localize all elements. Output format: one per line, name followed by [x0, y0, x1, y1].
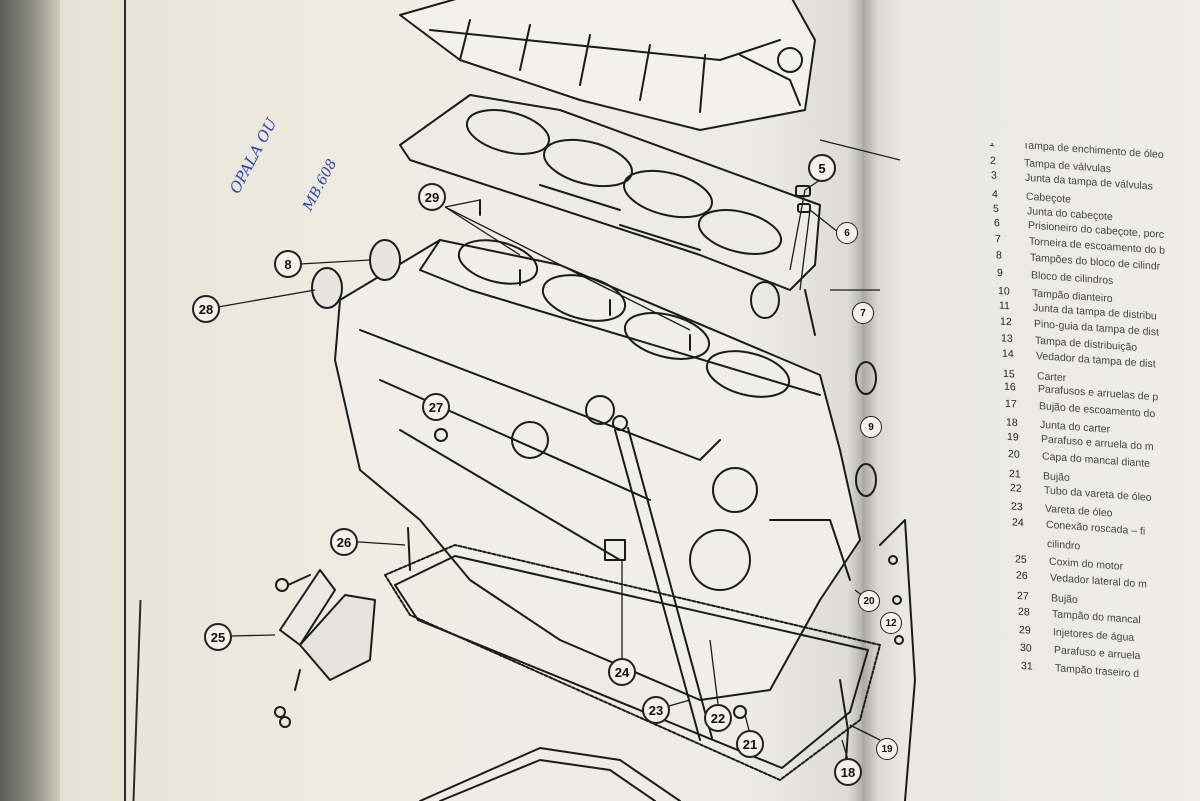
callout-26: 26	[330, 528, 358, 556]
callout-7: 7	[852, 302, 874, 324]
callout-28: 28	[192, 295, 220, 323]
engine-mount-illustration	[274, 569, 376, 728]
small-parts-illustration	[311, 185, 877, 761]
page-frame-line	[124, 0, 126, 801]
callout-8: 8	[274, 250, 302, 278]
right-page	[862, 0, 1200, 801]
callout-9: 9	[860, 416, 882, 438]
legend-item: cilindro	[1047, 538, 1081, 553]
callout-24: 24	[608, 658, 636, 686]
callout-20: 20	[858, 590, 880, 612]
callout-22: 22	[704, 704, 732, 732]
callout-25: 25	[204, 623, 232, 651]
cylinder-block-illustration	[334, 239, 861, 701]
valve-cover-illustration	[399, 0, 816, 131]
callout-23: 23	[642, 696, 670, 724]
head-gasket-illustration	[399, 94, 821, 291]
leader-lines	[217, 139, 901, 761]
callout-29: 29	[418, 183, 446, 211]
callout-21: 21	[736, 730, 764, 758]
oil-pan-illustration	[419, 747, 681, 801]
callout-19: 19	[876, 738, 898, 760]
callout-18: 18	[834, 758, 862, 786]
dipstick-illustration	[612, 415, 713, 741]
callout-12: 12	[880, 612, 902, 634]
callout-27: 27	[422, 393, 450, 421]
callout-6: 6	[836, 222, 858, 244]
timing-gasket-illustration	[879, 519, 916, 801]
callout-5: 5	[808, 154, 836, 182]
oil-pan-gasket-illustration	[384, 544, 881, 781]
